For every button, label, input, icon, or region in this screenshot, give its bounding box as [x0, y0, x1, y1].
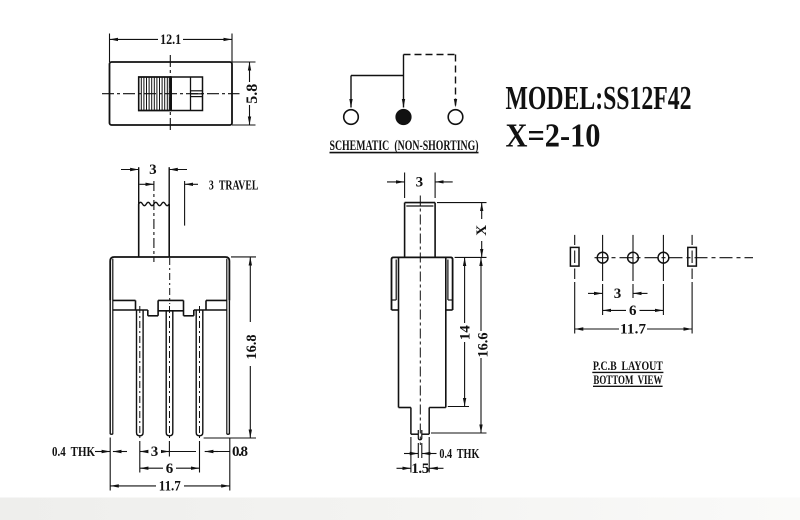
svg-text:X=2-10: X=2-10	[506, 117, 601, 154]
svg-text:0.8: 0.8	[232, 444, 248, 460]
svg-text:3: 3	[151, 444, 159, 460]
svg-text:6: 6	[629, 303, 637, 319]
svg-text:P.C.B LAYOUT: P.C.B LAYOUT	[593, 359, 664, 373]
svg-text:SCHEMATIC (NON-SHORTING): SCHEMATIC (NON-SHORTING)	[330, 138, 479, 154]
svg-text:16.6: 16.6	[475, 332, 491, 357]
svg-text:11.7: 11.7	[159, 479, 181, 495]
svg-text:X: X	[474, 225, 490, 236]
svg-text:3 TRAVEL: 3 TRAVEL	[209, 179, 259, 194]
svg-text:6: 6	[166, 461, 174, 477]
svg-text:14: 14	[458, 325, 474, 341]
svg-text:MODEL:SS12F42: MODEL:SS12F42	[506, 80, 692, 117]
svg-text:0.4 THK: 0.4 THK	[52, 444, 95, 459]
svg-text:3: 3	[149, 162, 157, 178]
svg-text:5.8: 5.8	[244, 84, 261, 104]
svg-text:16.8: 16.8	[244, 335, 260, 360]
svg-text:0.4 THK: 0.4 THK	[439, 446, 479, 461]
svg-text:1.5: 1.5	[411, 461, 429, 477]
svg-text:BOTTOM VIEW: BOTTOM VIEW	[593, 373, 662, 387]
svg-text:12.1: 12.1	[160, 32, 181, 48]
svg-text:3: 3	[614, 286, 622, 302]
svg-text:11.7: 11.7	[620, 322, 647, 338]
svg-text:3: 3	[416, 175, 424, 191]
